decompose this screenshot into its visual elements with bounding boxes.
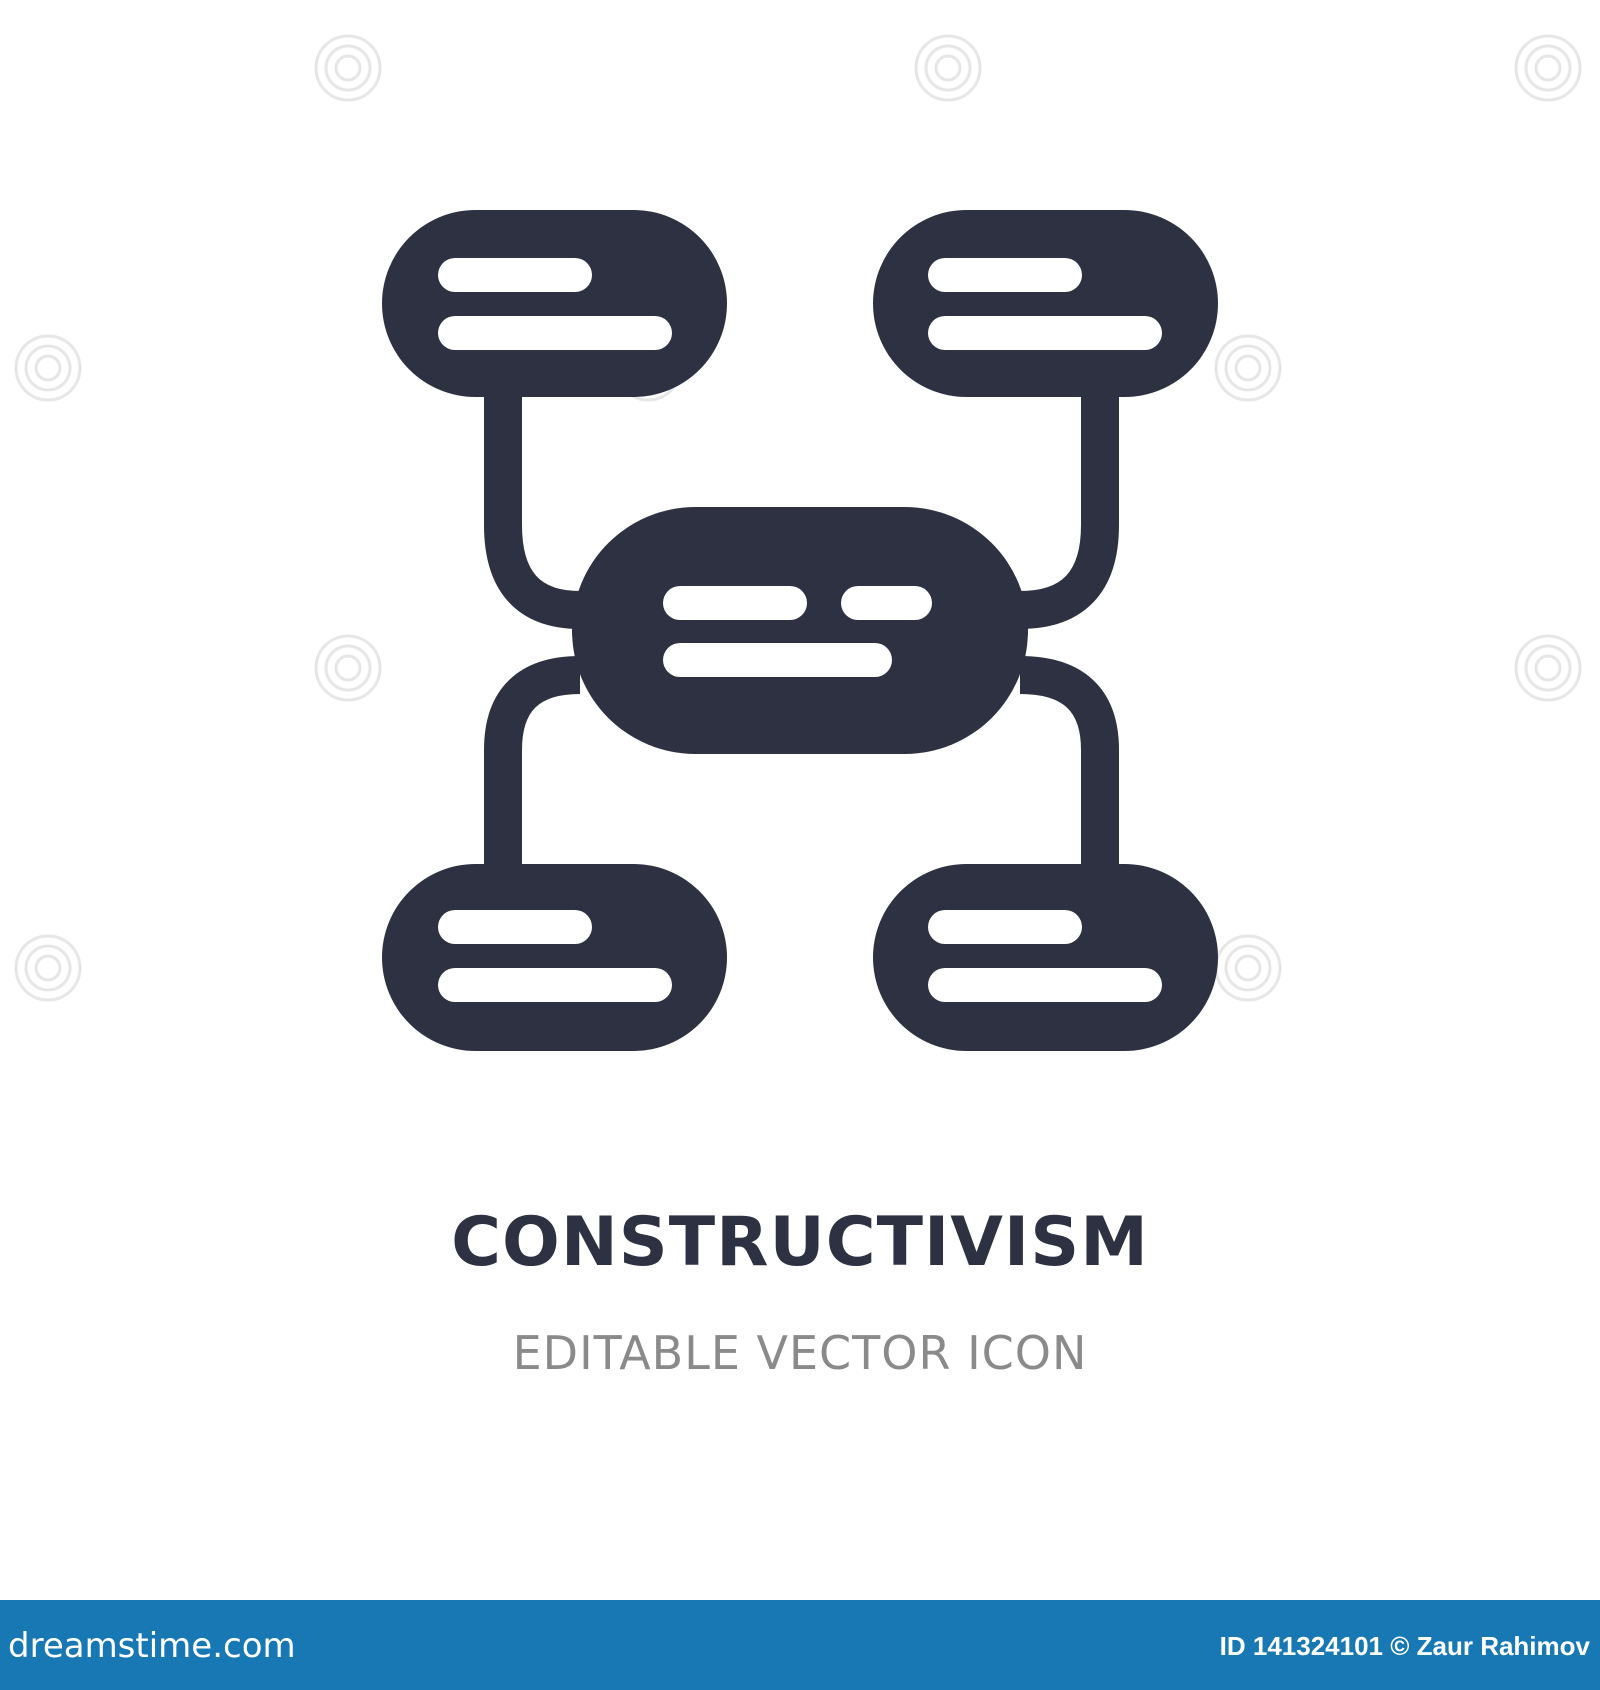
watermark-spiral [314,634,382,702]
watermark-spiral [924,44,972,92]
node-center-lines [663,586,932,677]
watermark-spiral [1214,334,1282,402]
constructivism-icon-graphic [14,34,1582,1051]
brand-logo[interactable]: dreamstime.com [8,1626,296,1666]
watermark-spiral [1514,634,1582,702]
watermark-spiral [14,334,82,402]
connector-bottom-left [484,656,581,900]
watermark-spiral [1514,34,1582,102]
watermark-spiral [1234,954,1262,982]
watermark-spiral [324,44,372,92]
watermark-spiral [34,954,62,982]
watermark-spiral [1234,354,1262,382]
watermark-spiral [1524,44,1572,92]
watermark-spiral [914,34,982,102]
node-top-right-lines [928,258,1162,350]
node-bottom-left-lines [438,910,672,1002]
node-bottom-right [873,864,1218,1051]
node-top-right [873,210,1218,397]
node-top-left-lines [438,258,672,350]
constructivism-icon [14,34,1582,1051]
icon-subtitle: EDITABLE VECTOR ICON [512,1326,1088,1380]
watermark-spiral [1534,54,1562,82]
dreamstime-watermark [14,34,1582,1002]
image-credit: ID 141324101 © Zaur Rahimov [1219,1631,1590,1661]
watermark-spiral [24,344,72,392]
watermark-spiral [314,34,382,102]
node-top-left [382,210,727,397]
node-center [572,507,1028,754]
watermark-spiral [14,934,82,1002]
watermark-spiral [24,944,72,992]
watermark-spiral [334,654,362,682]
mind-map-icon [382,210,1218,1051]
watermark-spiral [334,54,362,82]
watermark-spiral [34,354,62,382]
watermark-spiral [934,54,962,82]
connector-bottom-right [1019,656,1119,900]
connector-top-left [484,380,581,629]
footer-bar: dreamstime.com ID 141324101 © Zaur Rahim… [0,1600,1600,1690]
watermark-spiral [1524,644,1572,692]
watermark-spiral [1534,654,1562,682]
watermark-spiral [1224,944,1272,992]
node-bottom-left [382,864,727,1051]
watermark-spiral [324,644,372,692]
watermark-spiral [1224,344,1272,392]
icon-title: CONSTRUCTIVISM [451,1203,1149,1282]
connector-top-right [1019,380,1119,629]
node-bottom-right-lines [928,910,1162,1002]
